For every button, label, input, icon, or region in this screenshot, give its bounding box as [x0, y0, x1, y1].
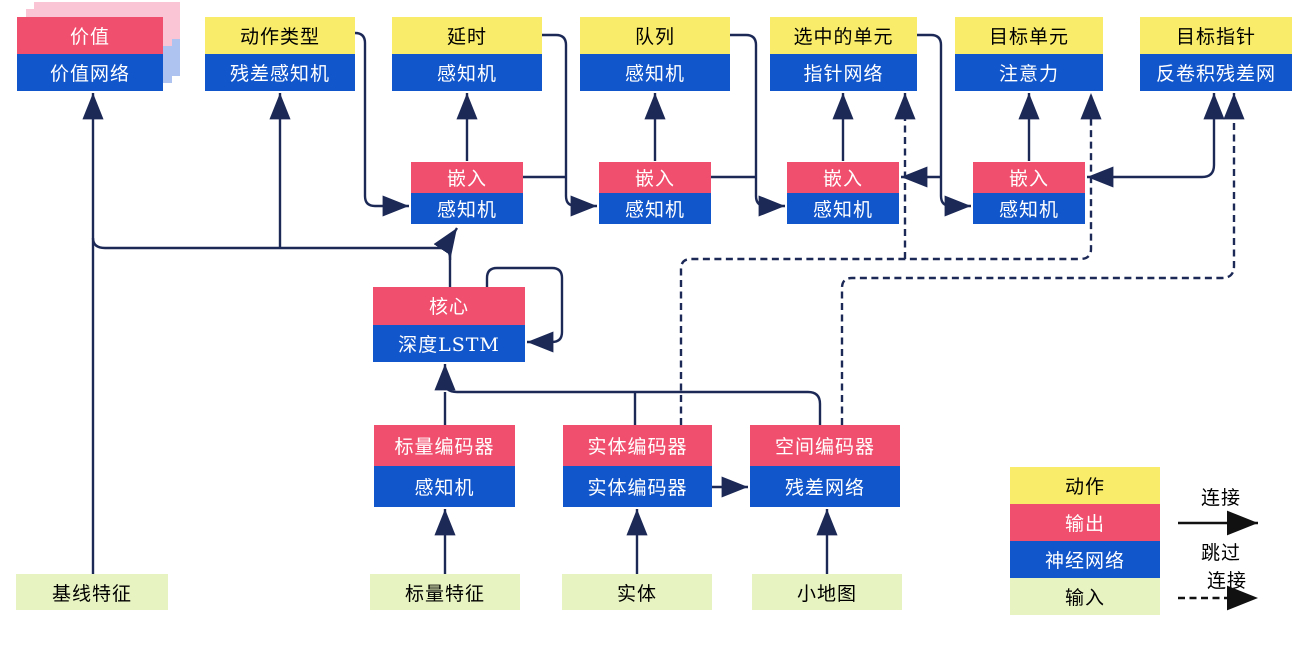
node-action-type-body: 残差感知机	[205, 54, 355, 91]
node-action-type: 动作类型 残差感知机	[205, 17, 355, 91]
node-action-type-head: 动作类型	[205, 17, 355, 54]
legend-output-swatch: 输出	[1010, 504, 1160, 541]
node-embed-1-head: 嵌入	[411, 162, 523, 193]
node-embed-3-head: 嵌入	[787, 162, 899, 193]
node-target-unit-head: 目标单元	[955, 17, 1103, 54]
input-minimap: 小地图	[752, 574, 902, 610]
node-target-unit: 目标单元 注意力	[955, 17, 1103, 91]
legend-nn-swatch: 神经网络	[1010, 541, 1160, 578]
node-core: 核心 深度LSTM	[373, 287, 525, 362]
node-selected-units-head: 选中的单元	[770, 17, 917, 54]
node-spatial-encoder-body: 残差网络	[750, 466, 900, 507]
node-entity-encoder: 实体编码器 实体编码器	[563, 425, 712, 507]
node-embed-4-body: 感知机	[973, 193, 1085, 224]
legend-connection-label: 连接	[1200, 487, 1241, 509]
node-value-head: 价值	[17, 17, 163, 54]
node-embed-2-head: 嵌入	[599, 162, 711, 193]
node-spatial-encoder-head: 空间编码器	[750, 425, 900, 466]
legend-swatches: 动作 输出 神经网络 输入	[1010, 467, 1160, 615]
node-embed-4-head: 嵌入	[973, 162, 1085, 193]
node-embed-3-body: 感知机	[787, 193, 899, 224]
node-value-body: 价值网络	[17, 54, 163, 91]
node-selected-units: 选中的单元 指针网络	[770, 17, 917, 91]
input-baseline-features: 基线特征	[16, 574, 168, 610]
node-embed-1: 嵌入 感知机	[411, 162, 523, 224]
node-core-head: 核心	[373, 287, 525, 325]
skip-entity-to-target-unit	[679, 93, 1102, 425]
legend-skip-label-line1: 跳过	[1200, 542, 1241, 564]
wire-embed4-target-pointer	[1087, 93, 1225, 188]
wire-bus-to-embed1	[433, 227, 459, 261]
node-selected-units-body: 指针网络	[770, 54, 917, 91]
node-queue-body: 感知机	[580, 54, 730, 91]
wire-core-output-bus	[91, 237, 452, 287]
node-target-pointer-body: 反卷积残差网	[1140, 54, 1292, 91]
node-delay-head: 延时	[392, 17, 542, 54]
node-queue-head: 队列	[580, 17, 730, 54]
node-queue: 队列 感知机	[580, 17, 730, 91]
legend-skip-label-line2: 连接	[1206, 570, 1247, 592]
node-embed-3: 嵌入 感知机	[787, 162, 899, 224]
node-core-body: 深度LSTM	[373, 324, 525, 362]
node-spatial-encoder: 空间编码器 残差网络	[750, 425, 900, 507]
node-embed-2-body: 感知机	[599, 193, 711, 224]
node-scalar-encoder-head: 标量编码器	[374, 425, 515, 466]
input-entities: 实体	[562, 574, 712, 610]
node-target-pointer: 目标指针 反卷积残差网	[1140, 17, 1292, 91]
node-scalar-encoder: 标量编码器 感知机	[374, 425, 515, 507]
node-embed-1-body: 感知机	[411, 193, 523, 224]
skip-spatial-to-target-pointer	[840, 93, 1245, 425]
node-embed-4: 嵌入 感知机	[973, 162, 1085, 224]
node-entity-encoder-head: 实体编码器	[563, 425, 712, 466]
wire-encoders-to-core	[434, 364, 822, 425]
node-scalar-encoder-body: 感知机	[374, 466, 515, 507]
node-delay: 延时 感知机	[392, 17, 542, 91]
node-target-unit-body: 注意力	[955, 54, 1103, 91]
node-entity-encoder-body: 实体编码器	[563, 466, 712, 507]
legend-input-swatch: 输入	[1010, 578, 1160, 615]
node-target-pointer-head: 目标指针	[1140, 17, 1292, 54]
node-delay-body: 感知机	[392, 54, 542, 91]
node-value: 价值 价值网络	[17, 17, 163, 91]
node-embed-2: 嵌入 感知机	[599, 162, 711, 224]
legend-action-swatch: 动作	[1010, 467, 1160, 504]
input-scalar-features: 标量特征	[370, 574, 520, 610]
